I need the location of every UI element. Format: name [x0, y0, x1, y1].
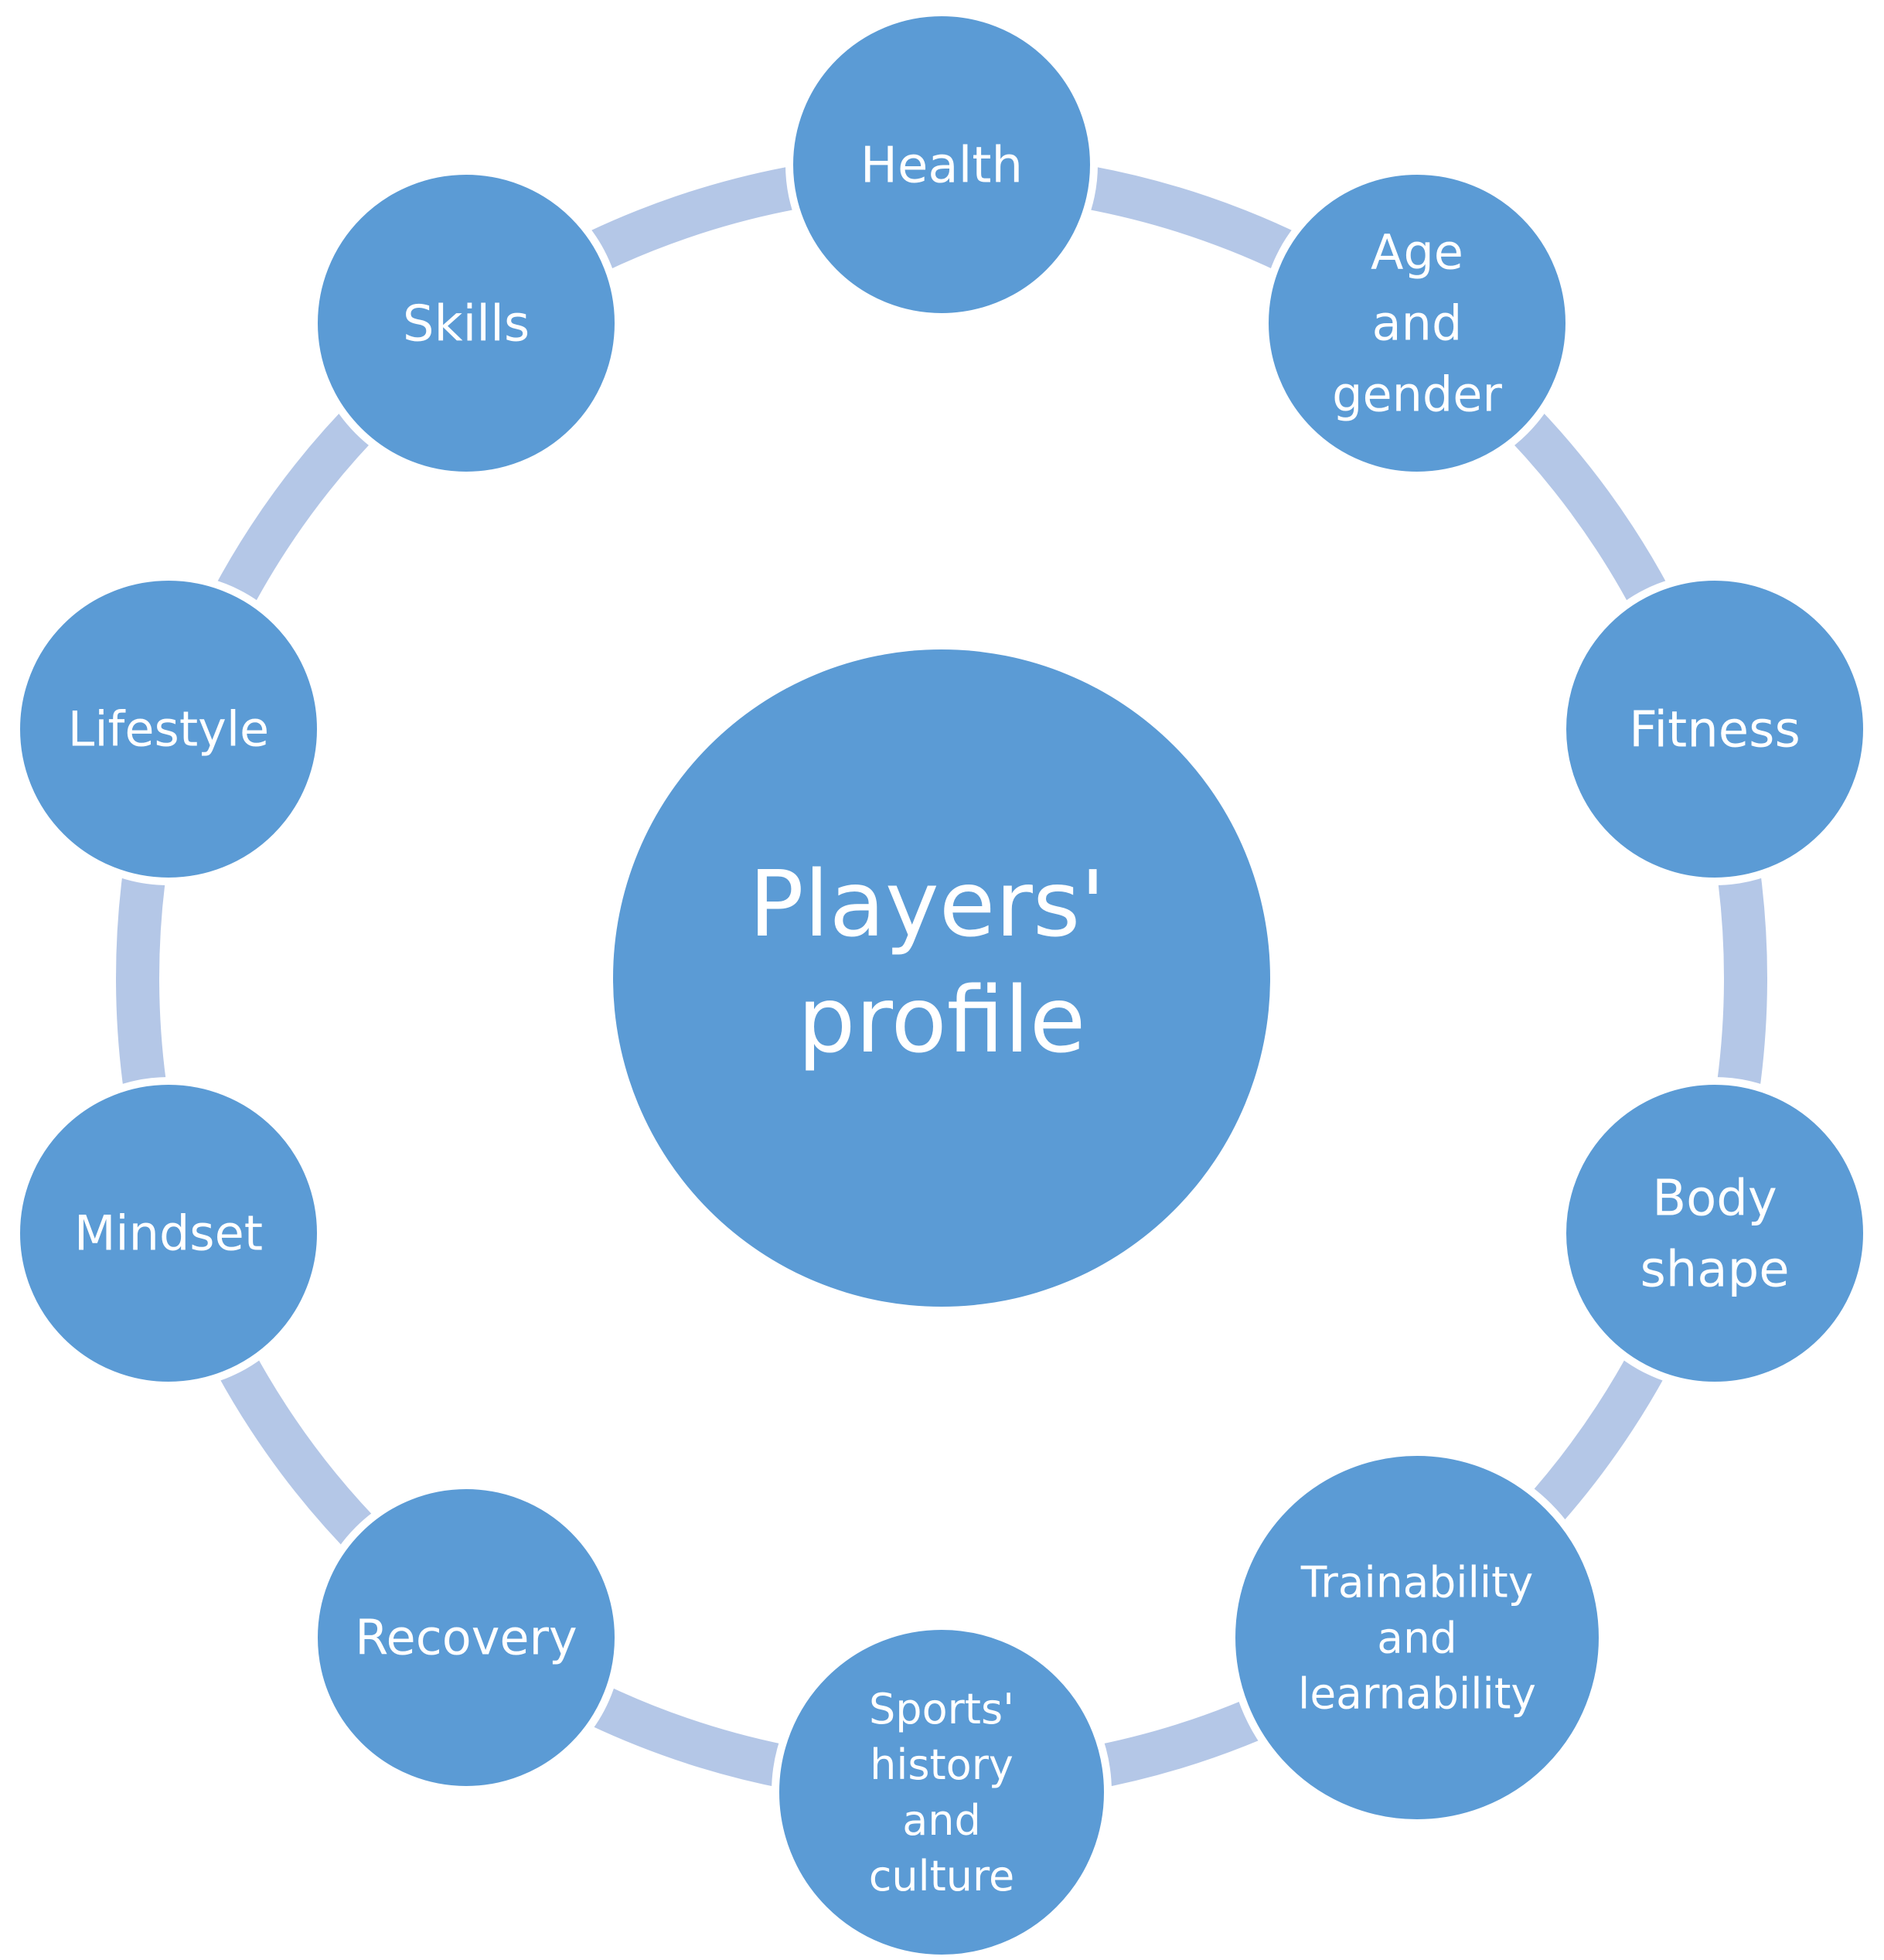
node-label-line: shape: [1640, 1241, 1789, 1298]
node-circle: [310, 1481, 622, 1794]
node-circle: [12, 1077, 325, 1389]
center-label: Players' profile: [749, 850, 1135, 1073]
node-fitness: Fitness: [1559, 573, 1871, 885]
node-label: Recovery: [355, 1610, 577, 1666]
node-circle: [1559, 573, 1871, 885]
node-label: Lifestyle: [68, 701, 269, 758]
node-label-line: gender: [1332, 366, 1502, 423]
node-label-line: Mindset: [74, 1205, 263, 1262]
node-label-line: Fitness: [1629, 701, 1801, 758]
node-label-line: Body: [1652, 1170, 1777, 1227]
center-label-line: Players': [749, 850, 1106, 957]
node-label: Skills: [403, 295, 530, 353]
node-label-line: Health: [860, 137, 1023, 194]
node-skills: Skills: [310, 167, 622, 479]
center-node: Players' profile: [613, 649, 1270, 1307]
node-circle: [12, 573, 325, 885]
center-label-line: profile: [798, 966, 1086, 1073]
node-label-line: Recovery: [355, 1610, 577, 1666]
node-label: Mindset: [74, 1205, 263, 1262]
node-label: Sports' history and culture: [869, 1685, 1015, 1900]
node-label-line: and: [1377, 1613, 1456, 1662]
node-label-line: learnability: [1298, 1669, 1536, 1718]
node-label: Age and gender: [1332, 224, 1502, 423]
node-recovery: Recovery: [310, 1481, 622, 1794]
node-label-line: Sports': [869, 1685, 1014, 1733]
node-sports-history-and-culture: Sports' history and culture: [772, 1622, 1112, 1960]
node-label: Health: [860, 137, 1023, 194]
node-circle: [772, 1622, 1112, 1960]
node-circle: [785, 9, 1098, 321]
node-lifestyle: Lifestyle: [12, 573, 325, 885]
node-label-line: culture: [869, 1852, 1015, 1900]
node-label-line: and: [902, 1796, 981, 1845]
node-body-shape: Body shape: [1559, 1077, 1871, 1389]
node-trainability-and-learnability: Trainability and learnability: [1228, 1448, 1606, 1827]
node-label-line: and: [1372, 295, 1463, 352]
node-age-and-gender: Age and gender: [1261, 167, 1573, 479]
node-label-line: Lifestyle: [68, 701, 269, 758]
node-label-line: history: [870, 1740, 1014, 1789]
node-circle: [310, 167, 622, 479]
node-circle: [1228, 1448, 1606, 1827]
node-label: Fitness: [1629, 701, 1801, 758]
node-mindset: Mindset: [12, 1077, 325, 1389]
node-label-line: Skills: [403, 295, 530, 353]
node-circle: [1261, 167, 1573, 479]
node-label: Body shape: [1640, 1170, 1789, 1298]
node-label: Trainability and learnability: [1298, 1557, 1536, 1718]
node-health: Health: [785, 9, 1098, 321]
node-label-line: Age: [1371, 224, 1463, 281]
center-circle: [613, 649, 1270, 1307]
node-circle: [1559, 1077, 1871, 1389]
node-label-line: Trainability: [1300, 1557, 1534, 1607]
